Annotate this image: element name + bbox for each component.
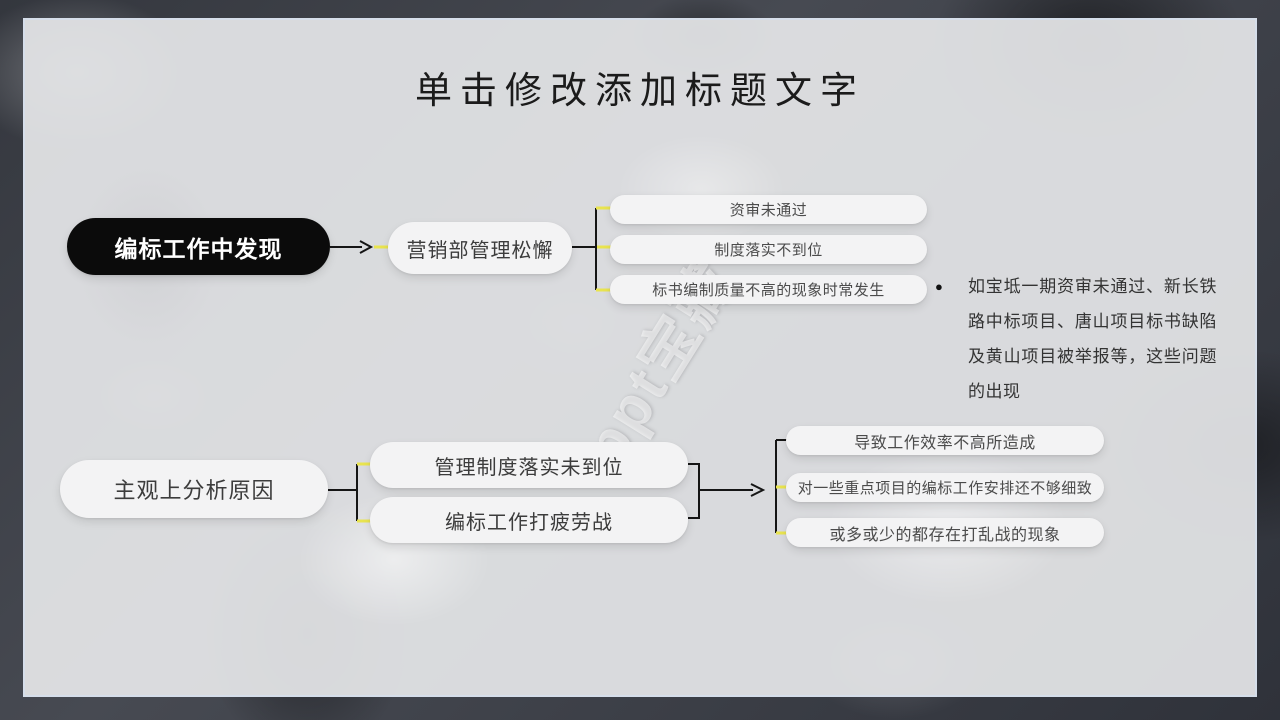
node-mgmt-system-not-implemented: 管理制度落实未到位 [370, 442, 688, 488]
arrow-icon [750, 483, 766, 497]
arrow-icon [359, 240, 374, 254]
node-marketing-dept-lax: 营销部管理松懈 [388, 222, 572, 274]
node-subjective-analysis: 主观上分析原因 [60, 460, 328, 518]
node-leaf-low-quality-bids: 标书编制质量不高的现象时常发生 [610, 275, 927, 304]
bullet-icon: ● [935, 279, 944, 294]
page-title: 单击修改添加标题文字 [415, 70, 865, 111]
note-text: 如宝坻一期资审未通过、新长铁路中标项目、唐山项目标书缺陷及黄山项目被举报等，这些… [968, 277, 1217, 401]
node-leaf-chaotic-work: 或多或少的都存在打乱战的现象 [786, 518, 1104, 547]
node-leaf-system-not-implemented: 制度落实不到位 [610, 235, 927, 264]
node-bid-work-finding: 编标工作中发现 [67, 218, 330, 275]
connector-row1-accents [374, 206, 611, 292]
node-leaf-low-efficiency: 导致工作效率不高所造成 [786, 426, 1104, 455]
note-block: ● 如宝坻一期资审未通过、新长铁路中标项目、唐山项目标书缺陷及黄山项目被举报等，… [935, 269, 1217, 409]
node-leaf-key-projects-not-detailed: 对一些重点项目的编标工作安排还不够细致 [786, 473, 1104, 502]
node-leaf-qualification-failed: 资审未通过 [610, 195, 927, 224]
connector-row1 [330, 208, 597, 290]
connector-row2 [328, 439, 788, 533]
node-bid-work-fatigue: 编标工作打疲劳战 [370, 497, 688, 543]
